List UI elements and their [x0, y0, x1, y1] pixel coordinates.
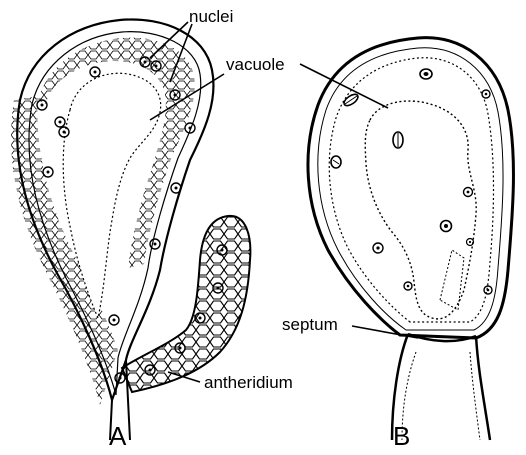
nucleus	[90, 67, 100, 77]
nucleus	[331, 156, 341, 168]
label-antheridium: antheridium	[204, 373, 293, 392]
septum-leader	[352, 326, 418, 338]
panel-b-cytoplasm	[329, 58, 493, 322]
panel-b-cell	[308, 38, 514, 440]
label-septum: septum	[282, 315, 338, 334]
nucleus	[484, 286, 492, 294]
nucleus	[464, 188, 473, 197]
nucleus	[55, 117, 65, 127]
panel-label-a: A	[109, 421, 127, 451]
nucleus	[393, 132, 403, 148]
label-vacuole: vacuole	[226, 55, 285, 74]
nucleus	[171, 183, 181, 193]
nucleus	[342, 92, 360, 108]
panel-b-nuclei	[331, 69, 492, 294]
nucleus	[467, 239, 474, 246]
nucleus	[109, 315, 119, 325]
nucleus	[420, 69, 432, 79]
nucleus	[373, 243, 383, 253]
nucleus	[404, 282, 412, 290]
label-nuclei: nuclei	[189, 7, 233, 26]
nucleus	[150, 239, 160, 249]
nucleus	[441, 221, 452, 232]
panel-b-inner-wall	[318, 48, 503, 330]
nucleus	[482, 90, 490, 98]
panel-label-b: B	[393, 421, 410, 451]
panel-b-vacuole	[365, 101, 476, 319]
nucleus	[43, 167, 53, 177]
